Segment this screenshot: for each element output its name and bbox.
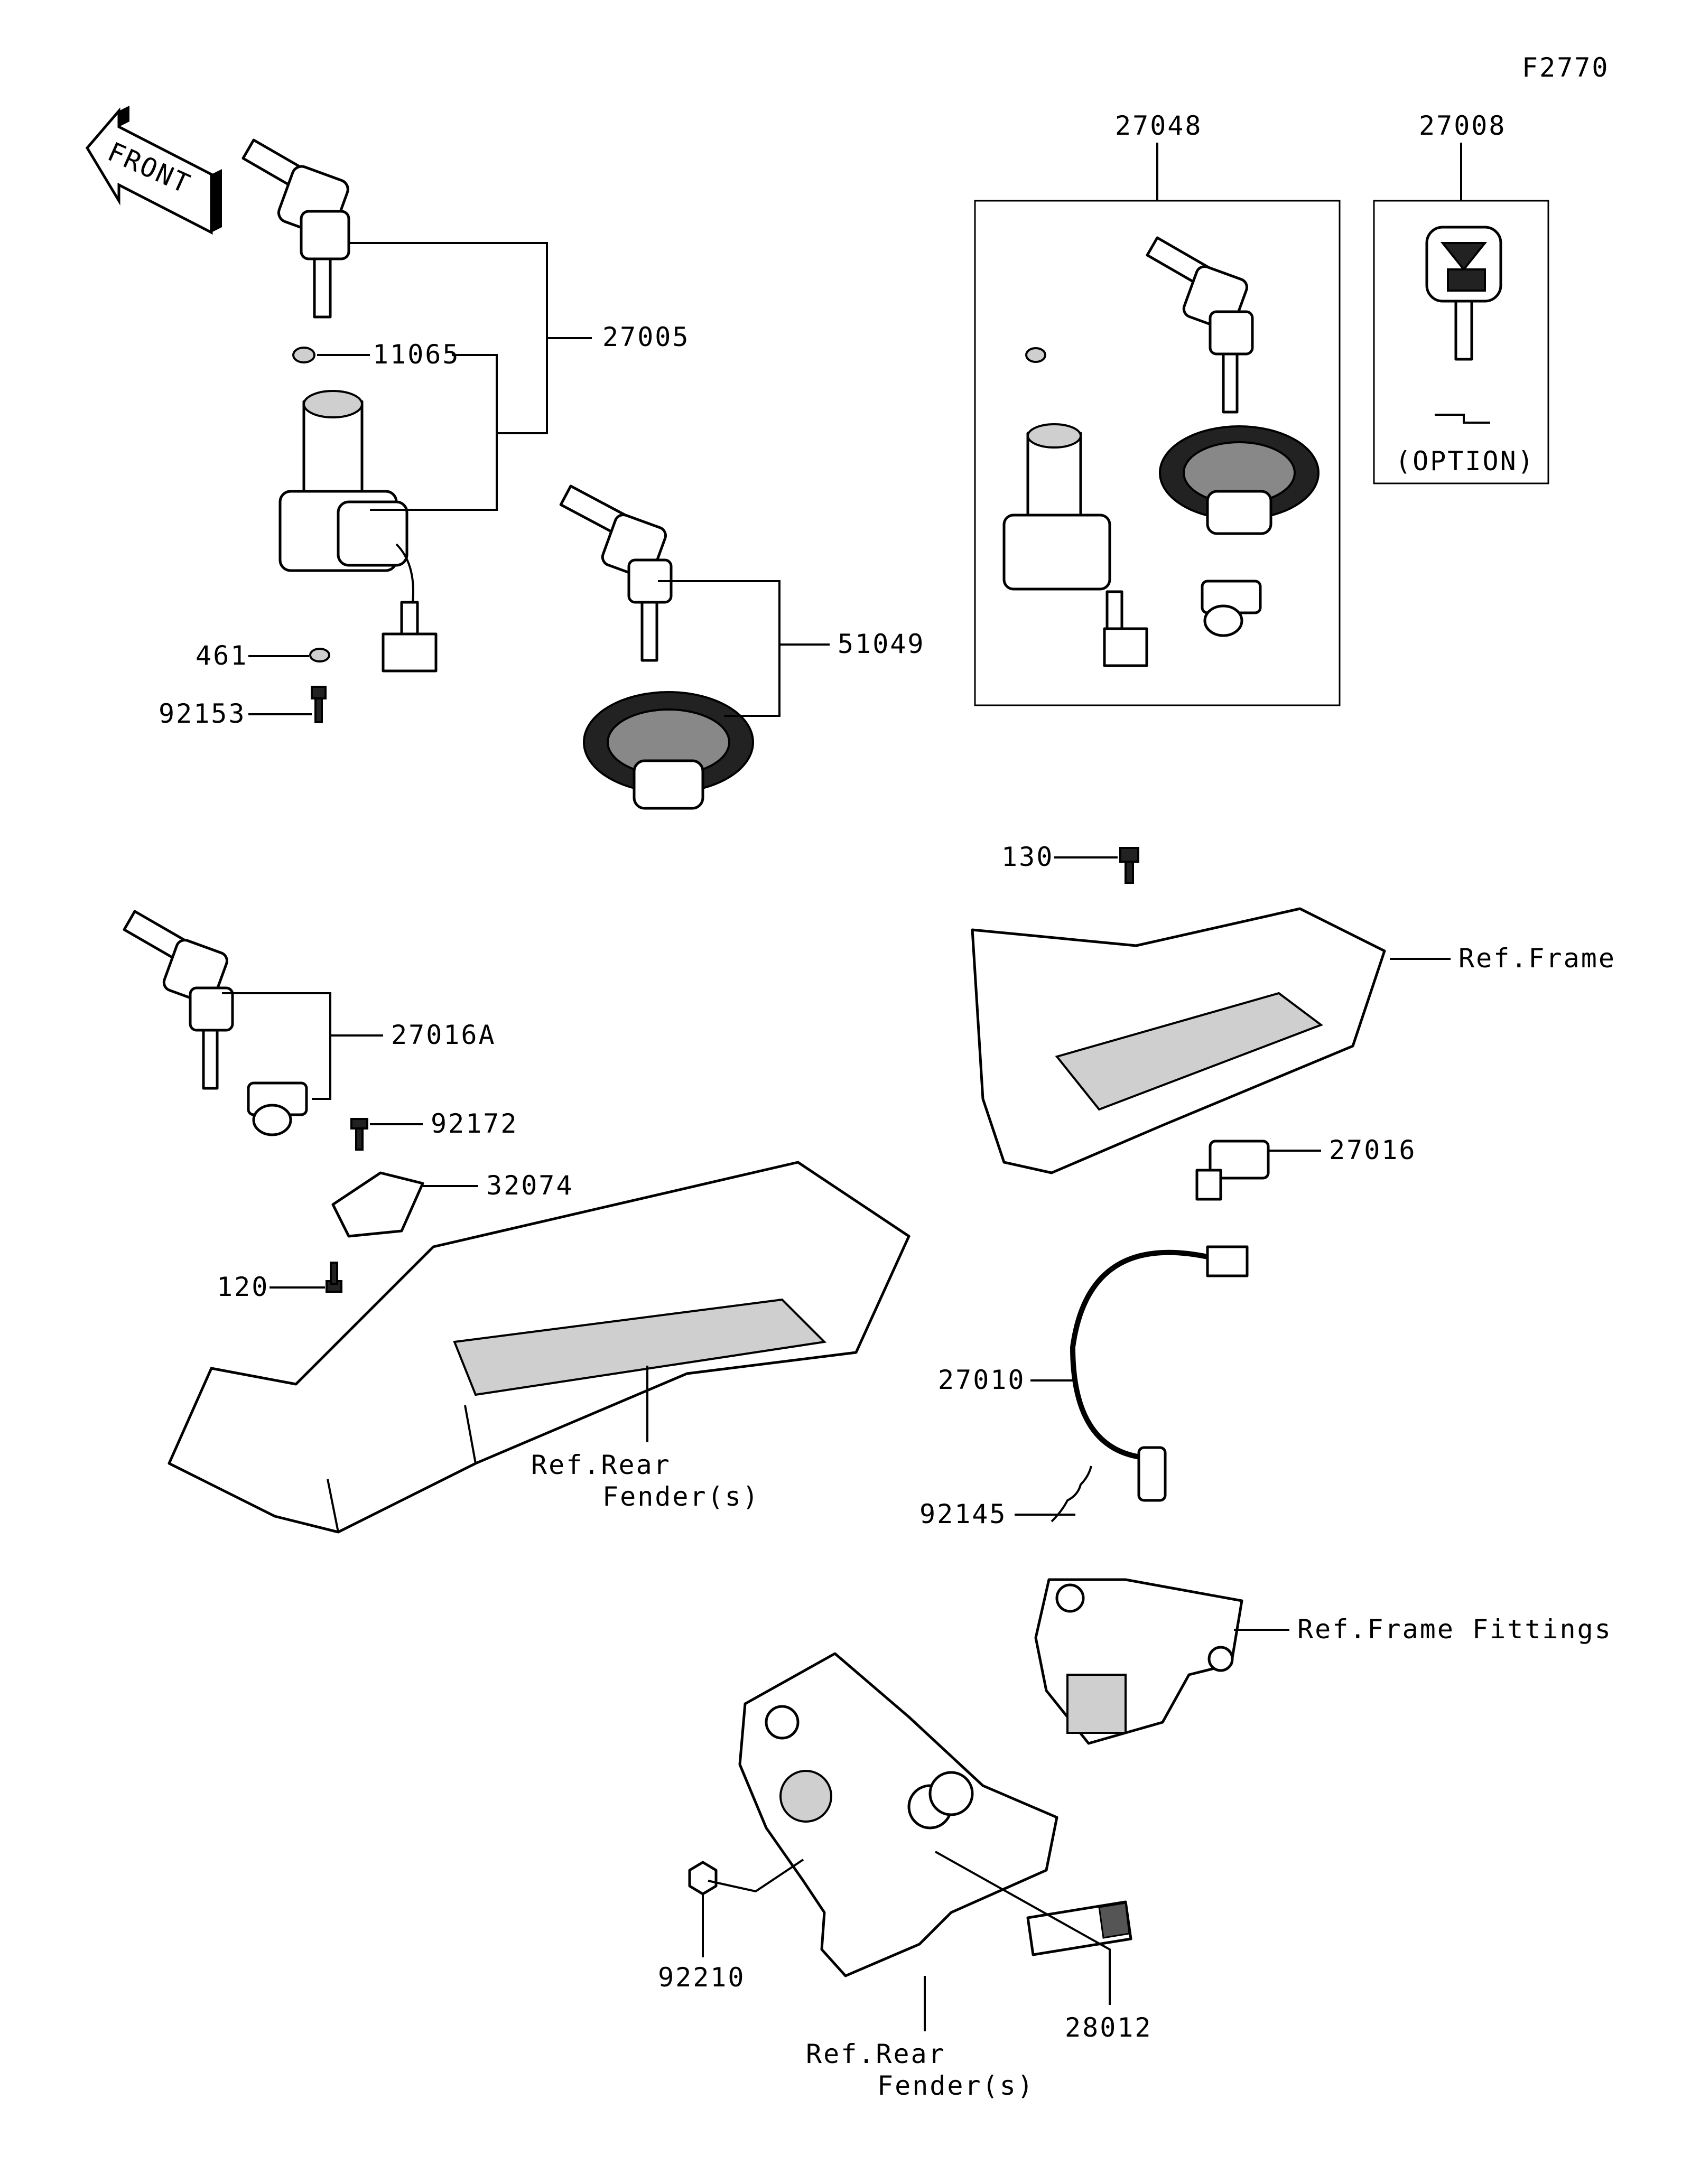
label-ref-rear-fender-b2: Fender(s) <box>877 2070 1035 2101</box>
label-ref-rear-fender-2: Fender(s) <box>602 1481 760 1512</box>
screw-92153-icon <box>311 686 327 723</box>
label-92210: 92210 <box>658 1962 746 1993</box>
bracket-32074-icon <box>331 1171 424 1238</box>
label-461: 461 <box>196 640 248 671</box>
front-arrow-icon: FRONT <box>85 106 222 235</box>
washer-461-icon <box>309 648 330 662</box>
label-28012: 28012 <box>1065 2012 1153 2043</box>
label-11065: 11065 <box>373 339 460 370</box>
figure-code: F2770 <box>1522 52 1610 83</box>
key-27005-icon <box>241 138 350 319</box>
key-27016A-icon <box>123 910 234 1090</box>
label-130: 130 <box>1001 842 1054 872</box>
option-mark-icon <box>1435 414 1490 424</box>
label-32074: 32074 <box>486 1170 574 1201</box>
label-ref-rear-fender-1: Ref.Rear <box>531 1450 671 1480</box>
label-120: 120 <box>217 1272 269 1302</box>
spring-92145-icon <box>1051 1466 1092 1523</box>
reflector-28012-icon <box>1026 1900 1132 1956</box>
label-ref-frame: Ref.Frame <box>1458 943 1616 974</box>
screw-92172-icon <box>350 1118 368 1151</box>
label-ref-rear-fender-b1: Ref.Rear <box>806 2039 946 2069</box>
seat-lock-27016-icon <box>1195 1140 1270 1201</box>
key-51049-icon <box>559 484 673 662</box>
bolt-120-icon <box>326 1262 342 1293</box>
label-27016A: 27016A <box>391 1020 496 1050</box>
label-27005: 27005 <box>602 322 690 352</box>
fuel-cap-27048-icon <box>1159 425 1320 535</box>
label-27016: 27016 <box>1329 1135 1417 1165</box>
label-ref-frame-fittings: Ref.Frame Fittings <box>1297 1614 1612 1645</box>
seat-lock-27048-icon <box>1201 580 1262 637</box>
label-51049: 51049 <box>838 629 925 659</box>
fuel-cap-51049-icon <box>583 691 754 810</box>
label-92153: 92153 <box>159 698 246 729</box>
frame-icon <box>971 907 1386 1174</box>
blank-key-27008-icon <box>1425 226 1502 361</box>
frame-fittings-icon <box>1034 1578 1243 1745</box>
label-option: (OPTION) <box>1395 446 1535 477</box>
license-bracket-icon <box>738 1652 1058 1977</box>
label-92172: 92172 <box>431 1108 518 1139</box>
label-27010: 27010 <box>938 1365 1026 1395</box>
seat-lock-27016A-icon <box>247 1081 308 1136</box>
nut-92210-icon <box>688 1861 718 1896</box>
rear-fender-icon <box>168 1161 910 1534</box>
key-27048-icon <box>1146 236 1254 414</box>
label-27048: 27048 <box>1115 110 1203 141</box>
label-27008: 27008 <box>1419 110 1507 141</box>
label-92145: 92145 <box>919 1499 1007 1529</box>
cap-11065-icon <box>292 347 315 363</box>
cable-27010-icon <box>1070 1245 1249 1502</box>
bolt-130-icon <box>1119 847 1139 884</box>
ignition-switch-icon <box>278 390 438 673</box>
ignition-switch-27048-icon <box>1002 347 1148 667</box>
